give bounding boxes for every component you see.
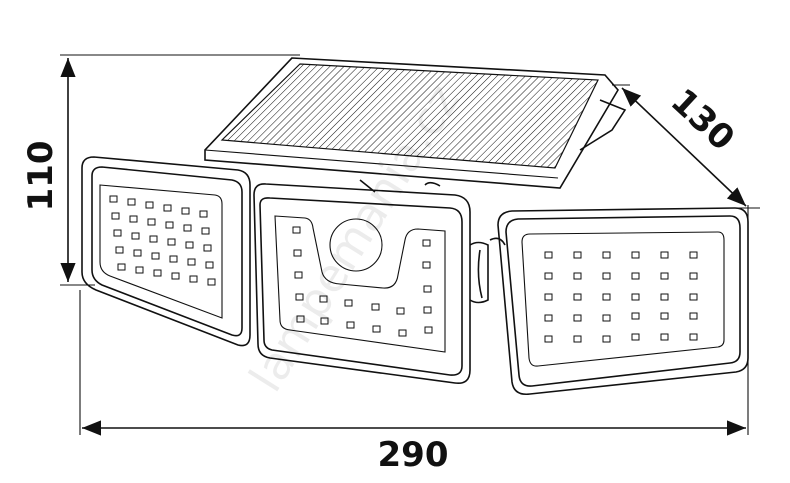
led <box>371 303 380 311</box>
led <box>181 207 190 215</box>
led <box>133 249 142 257</box>
led <box>423 285 432 293</box>
led <box>135 266 144 274</box>
left-lamp-head <box>81 156 251 347</box>
led <box>631 293 640 301</box>
led <box>129 215 138 223</box>
led <box>171 272 180 280</box>
led <box>631 312 640 320</box>
led <box>631 251 640 259</box>
led <box>205 261 214 269</box>
led <box>660 251 669 259</box>
led <box>203 244 212 252</box>
led <box>344 299 353 307</box>
led <box>109 195 118 203</box>
led <box>573 335 582 343</box>
led <box>631 272 640 280</box>
led <box>660 312 669 320</box>
led <box>113 229 122 237</box>
left-led-grid <box>109 195 216 286</box>
led <box>147 218 156 226</box>
led <box>295 293 304 301</box>
led <box>689 272 698 280</box>
led <box>544 272 553 280</box>
led <box>111 212 120 220</box>
led <box>165 221 174 229</box>
led <box>169 255 178 263</box>
led <box>689 251 698 259</box>
led <box>422 239 431 247</box>
led <box>689 293 698 301</box>
led <box>153 269 162 277</box>
led <box>423 306 432 314</box>
led <box>602 251 611 259</box>
led <box>544 251 553 259</box>
led <box>544 314 553 322</box>
led <box>660 272 669 280</box>
led <box>602 293 611 301</box>
width-label: 290 <box>378 435 449 475</box>
depth-label: 130 <box>663 81 742 159</box>
led <box>689 333 698 341</box>
led <box>117 263 126 271</box>
led <box>167 238 176 246</box>
led <box>372 325 381 333</box>
led <box>189 275 198 283</box>
led <box>149 235 158 243</box>
led <box>187 258 196 266</box>
led <box>131 232 140 240</box>
led <box>207 278 216 286</box>
led <box>660 293 669 301</box>
led <box>424 326 433 334</box>
led <box>201 227 210 235</box>
led <box>346 321 355 329</box>
led <box>544 293 553 301</box>
right-lamp-head <box>497 207 749 396</box>
led <box>183 224 192 232</box>
led <box>573 314 582 322</box>
led <box>145 201 154 209</box>
led <box>320 317 329 325</box>
led <box>163 204 172 212</box>
led <box>689 312 698 320</box>
led <box>199 210 208 218</box>
led <box>127 198 136 206</box>
led <box>293 249 302 257</box>
led <box>115 246 124 254</box>
led <box>319 295 328 303</box>
led <box>660 333 669 341</box>
right-led-grid <box>544 251 698 343</box>
led <box>602 314 611 322</box>
height-label: 110 <box>21 141 61 212</box>
led <box>296 315 305 323</box>
led <box>573 251 582 259</box>
center-mount <box>359 179 441 193</box>
led <box>294 271 303 279</box>
led <box>185 241 194 249</box>
led <box>292 226 301 234</box>
depth-dimension-line <box>621 87 747 207</box>
led <box>631 333 640 341</box>
solar-panel <box>204 57 627 189</box>
led <box>151 252 160 260</box>
led <box>573 293 582 301</box>
led <box>422 261 431 269</box>
middle-led-grid <box>292 226 433 337</box>
led <box>398 329 407 337</box>
led <box>602 335 611 343</box>
led <box>602 272 611 280</box>
led <box>396 307 405 315</box>
led <box>573 272 582 280</box>
middle-lamp-head <box>253 183 471 385</box>
led <box>544 335 553 343</box>
